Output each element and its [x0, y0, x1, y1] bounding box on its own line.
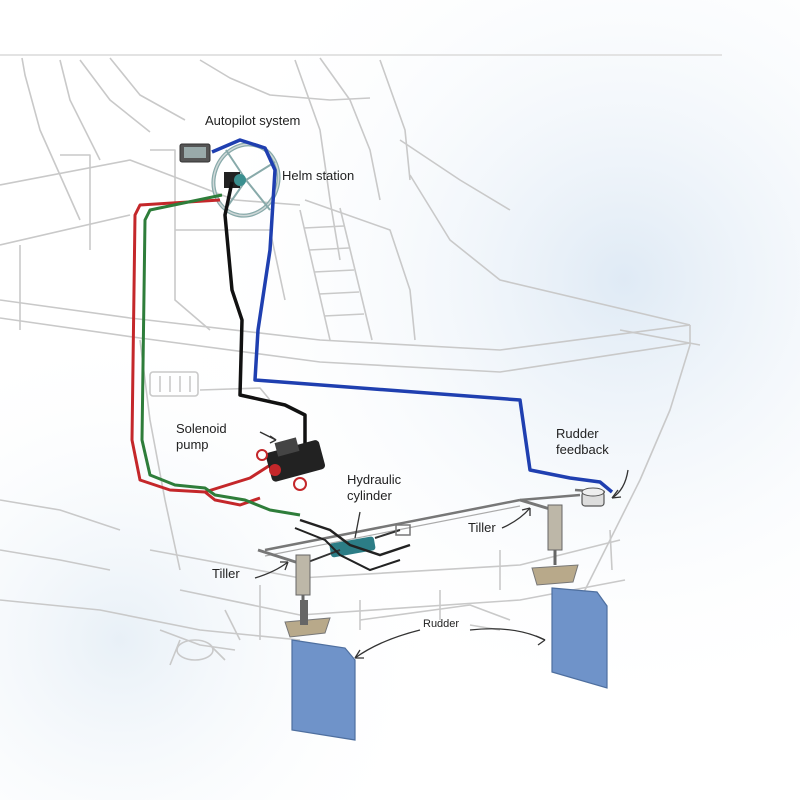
feedback-line-blue: [211, 138, 614, 494]
rudder-feedback-sensor: [581, 487, 605, 507]
hydraulic-cylinder-label: Hydraulic cylinder: [347, 472, 401, 504]
left-rudder-mount: [284, 600, 331, 638]
solenoid-pump-label-line2: pump: [176, 437, 209, 452]
tiller-left-arrowhead: [280, 561, 289, 571]
rudder-feedback-label-line1: Rudder: [556, 426, 599, 441]
right-rudder-blade: [551, 587, 608, 689]
rudder-right-arrowhead: [535, 635, 546, 646]
hydraulic-cylinder: [294, 518, 411, 572]
hydraulic-arrow: [354, 511, 361, 539]
solenoid-pump: [256, 431, 326, 491]
rudder-feedback-arrowhead: [611, 489, 622, 499]
helm-wheel: [211, 142, 281, 218]
tiller-right-arrow: [501, 507, 531, 529]
pressure-line-red: [130, 198, 276, 494]
rudder-feedback-label-line2: feedback: [556, 442, 609, 457]
helm-station-label: Helm station: [282, 168, 355, 183]
tiller-right-label: Tiller: [468, 520, 496, 535]
tiller-right-arrowhead: [521, 507, 531, 516]
rudder-feedback-arrow: [611, 469, 629, 499]
rudder-left-arrow: [354, 629, 421, 659]
right-tiller: [519, 498, 563, 565]
rudder-feedback-label: Rudder feedback: [556, 426, 609, 458]
right-rudder-mount: [531, 564, 579, 586]
control-line-black: [223, 181, 307, 450]
tiller-left-arrow: [254, 561, 289, 579]
hydraulic-cylinder-label-line1: Hydraulic: [347, 472, 402, 487]
hydraulic-cylinder-label-line2: cylinder: [347, 488, 392, 503]
rudder-label: Rudder: [423, 618, 460, 630]
rudder-left-arrowhead: [354, 649, 364, 659]
solenoid-pump-label: Solenoid pump: [176, 421, 227, 453]
return-line-green: [140, 193, 301, 517]
autopilot-display: [179, 143, 211, 163]
autopilot-system-label: Autopilot system: [205, 113, 301, 128]
tiller-left-label: Tiller: [212, 566, 240, 581]
solenoid-pump-label-line1: Solenoid: [176, 421, 227, 436]
left-rudder-blade: [291, 639, 356, 741]
